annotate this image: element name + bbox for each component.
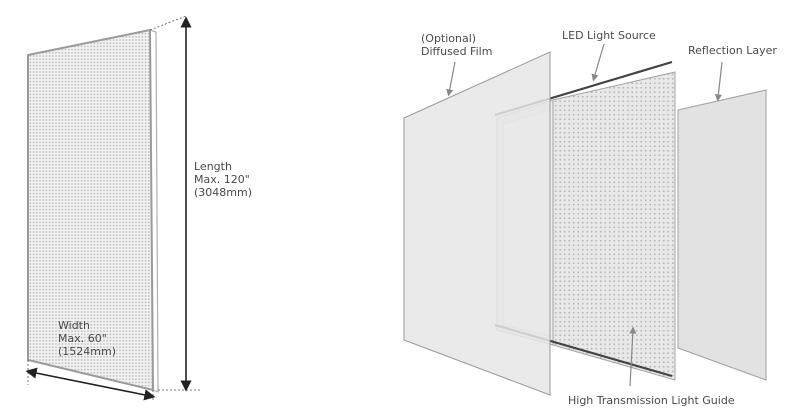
- width-label-title: Width: [58, 319, 90, 332]
- light-guide-pointer: [629, 326, 637, 387]
- light-guide-label: High Transmission Light Guide: [568, 394, 735, 407]
- light-guide-sheet: [552, 71, 676, 381]
- panel-frame-edge: [149, 29, 159, 393]
- reflection-layer-text: Reflection Layer: [688, 44, 777, 57]
- reflection-layer-sheet: [677, 89, 767, 381]
- reflection-layer-pointer: [714, 61, 723, 102]
- width-label: Width Max. 60" (1524mm): [58, 319, 116, 358]
- reflection-layer-label: Reflection Layer: [688, 44, 777, 57]
- diffused-film-label: (Optional) Diffused Film: [421, 32, 492, 58]
- led-light-source-label: LED Light Source: [562, 29, 656, 42]
- exploded-layer-view: [403, 43, 767, 396]
- length-extension-top: [149, 15, 187, 31]
- panel-dimension-view: [25, 15, 200, 402]
- diffused-film-pointer: [446, 61, 456, 97]
- length-label: Length Max. 120" (3048mm): [194, 160, 252, 199]
- length-label-metric: (3048mm): [194, 186, 253, 199]
- width-dimension-line: [25, 367, 156, 401]
- diffused-film-sheet: [403, 51, 551, 396]
- length-label-imperial: Max. 120": [194, 173, 250, 186]
- diffused-film-label-optional: (Optional): [421, 32, 477, 45]
- width-label-metric: (1524mm): [58, 345, 117, 358]
- led-source-pointer: [591, 43, 605, 82]
- led-light-source-text: LED Light Source: [562, 29, 656, 42]
- length-label-title: Length: [194, 160, 232, 173]
- width-label-imperial: Max. 60": [58, 332, 107, 345]
- diffused-film-label-name: Diffused Film: [421, 45, 493, 58]
- light-guide-text: High Transmission Light Guide: [568, 394, 735, 407]
